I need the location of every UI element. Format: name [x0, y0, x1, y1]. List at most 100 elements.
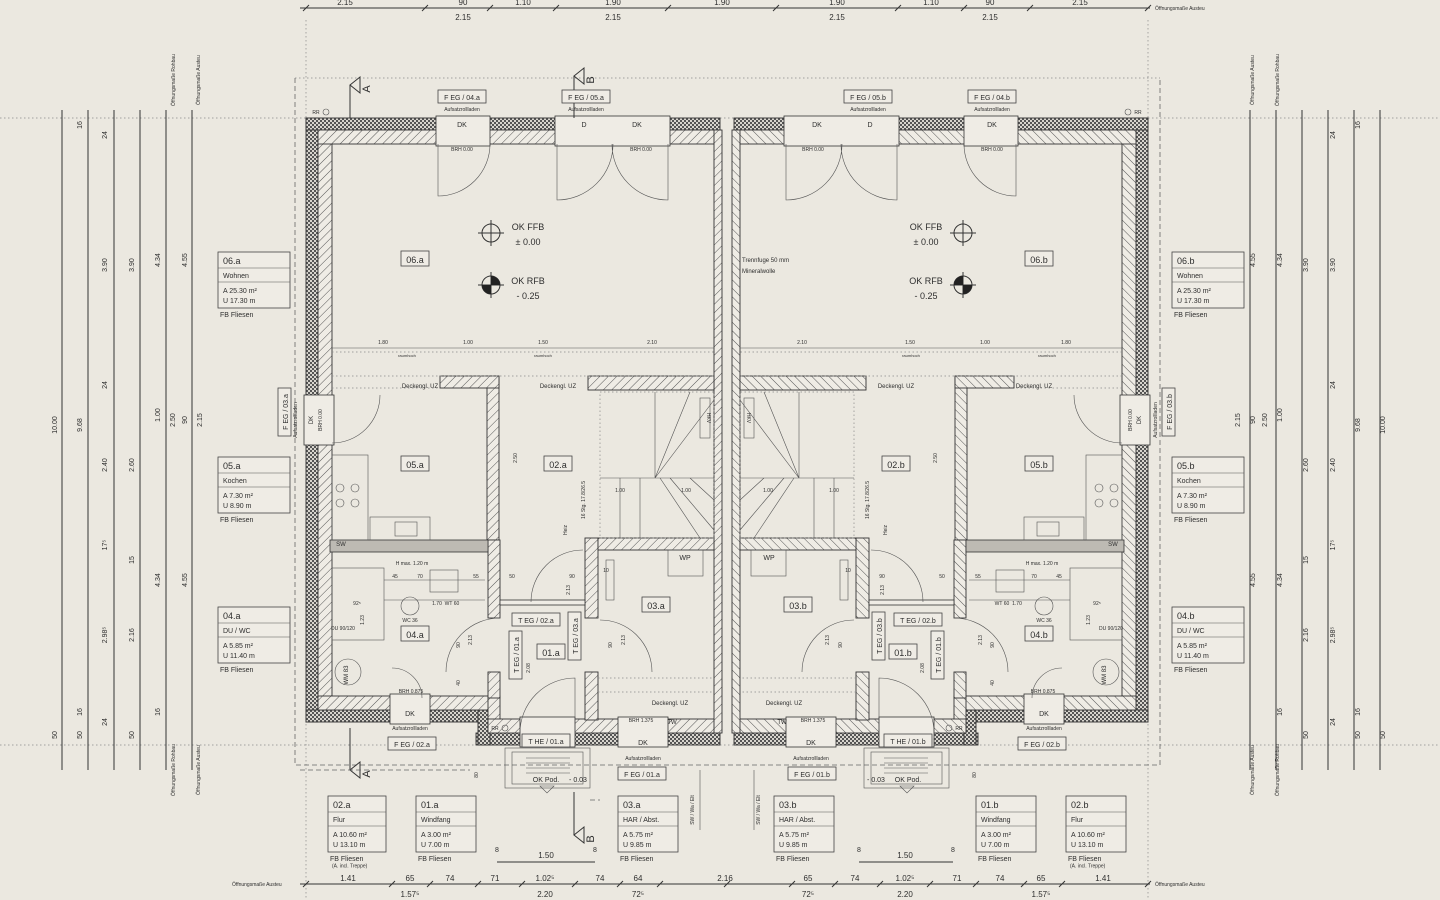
dimension-text: 71 [491, 874, 500, 883]
stove-icon [335, 498, 345, 508]
landing-inner [511, 751, 584, 785]
opening-tag: T EG / 02.b [893, 612, 943, 627]
dimension-text: 50 [1303, 731, 1310, 739]
dimension-text: 1.00 [681, 488, 691, 494]
dimension-text: 4.34 [155, 573, 162, 587]
shape [486, 375, 500, 541]
shape [713, 129, 723, 734]
room-tag: 01.a [542, 648, 560, 658]
room-id: 01.b [981, 800, 999, 810]
label: OK Pod. [533, 777, 560, 784]
divider [1066, 811, 1126, 827]
dim-tick [894, 4, 902, 12]
dim-tick [571, 880, 579, 888]
dimension-text: 24 [102, 718, 109, 726]
room-tag: 02.a [549, 460, 567, 470]
dimension-text: 2.15 [605, 13, 621, 22]
label: DK [405, 711, 415, 718]
dimension-text: 40 [456, 680, 462, 686]
label: RR [955, 726, 963, 732]
label: raumhoch [534, 353, 552, 358]
room-tag: 03.b [789, 601, 807, 611]
room-tag-box [543, 455, 573, 472]
dimension-text: 71 [953, 874, 962, 883]
label: BRH 1.375 [801, 718, 826, 724]
dimension-text: 4.34 [1277, 573, 1284, 587]
opening-tag-box [930, 630, 945, 680]
label: 16 Stg. 17.8/26.5 [865, 481, 871, 519]
room-id: 02.a [333, 800, 351, 810]
dimension-text: 1.50 [905, 340, 915, 346]
dimension-text: 8 [951, 847, 955, 854]
dim-tick [302, 880, 310, 888]
dimension-text: 3.90 [1303, 258, 1310, 272]
dimension-text: 55 [975, 574, 981, 580]
label: RR [1134, 110, 1142, 116]
dimension-text: 8 [495, 847, 499, 854]
label: Aufsatzrollladen [850, 107, 886, 113]
dimension-text: 1.02⁵ [536, 874, 555, 883]
dimension-text: 80 [474, 772, 480, 778]
room-tag-box [888, 643, 918, 660]
opening-tag-box [1017, 736, 1067, 751]
door-frame [499, 599, 586, 606]
dimension-text: 2.50 [513, 453, 519, 463]
dimension-text: 1.00 [463, 340, 473, 346]
room-card-box [217, 606, 291, 664]
dimension-text: 16 [1355, 121, 1362, 129]
dimension-text: 2.13 [468, 635, 474, 645]
opening-tag-box [511, 612, 561, 627]
room-tag-box [1024, 250, 1054, 267]
dimension-text: 2.40 [1330, 458, 1337, 472]
dimension-text: 2.10 [797, 340, 807, 346]
dim-tick [388, 880, 396, 888]
label: Aufsatzrollladen [625, 756, 661, 762]
dimension-text: 4.34 [155, 253, 162, 267]
window-02 [389, 693, 431, 725]
floor-finish: FB Fliesen [330, 856, 364, 863]
dimension-text: 2.08 [526, 663, 532, 673]
label: DK [1039, 711, 1049, 718]
dimension-text: 2.98⁵ [1330, 627, 1337, 644]
divider [218, 472, 290, 488]
label: SW / Wa / Elt [690, 795, 696, 825]
label: - 0.25 [516, 291, 539, 301]
label: DK [812, 122, 822, 129]
radiator [605, 559, 615, 601]
dim-tick [1058, 880, 1066, 888]
shape [597, 537, 715, 551]
section-arrow-icon [573, 66, 585, 86]
room-note: (A. incl. Treppe) [1070, 864, 1106, 870]
room-card-box [1065, 795, 1127, 853]
dimension-text: 64 [634, 874, 643, 883]
room-tag: 06.b [1030, 255, 1048, 265]
dimension-text: 24 [102, 381, 109, 389]
dimension-text: 2.13 [825, 635, 831, 645]
dimension-text: 2.15 [1072, 0, 1088, 7]
door-swing [331, 143, 669, 734]
opening-tag-label: F EG / 03.b [1167, 394, 1174, 430]
dimension-text: 3.90 [102, 258, 109, 272]
heat-pump-box [667, 549, 704, 577]
label: D [581, 122, 586, 129]
dimension-text: 1.80 [1061, 340, 1071, 346]
opening-tag-label: F EG / 01.b [794, 772, 830, 779]
opening-tag-label: F EG / 05.a [568, 95, 604, 102]
boundary-line [294, 78, 1161, 766]
label: - 0.03 [569, 777, 587, 784]
room-name: Flur [333, 817, 346, 824]
dimension-text: 50 [509, 574, 515, 580]
label: OK RFB [909, 276, 943, 286]
sink-basin [394, 521, 418, 537]
dim-tick [972, 880, 980, 888]
floor-finish: FB Fliesen [220, 517, 254, 524]
label: TW [667, 720, 677, 726]
dimension-text: 2.16 [1303, 628, 1310, 642]
dimension-text: 70 [1031, 574, 1037, 580]
dimension-text: 90 [986, 0, 995, 7]
dimension-text: 8 [857, 847, 861, 854]
divider [218, 267, 290, 283]
dimension-text: 1.90 [605, 0, 621, 7]
room-perimeter: U 7.00 m [421, 842, 450, 849]
